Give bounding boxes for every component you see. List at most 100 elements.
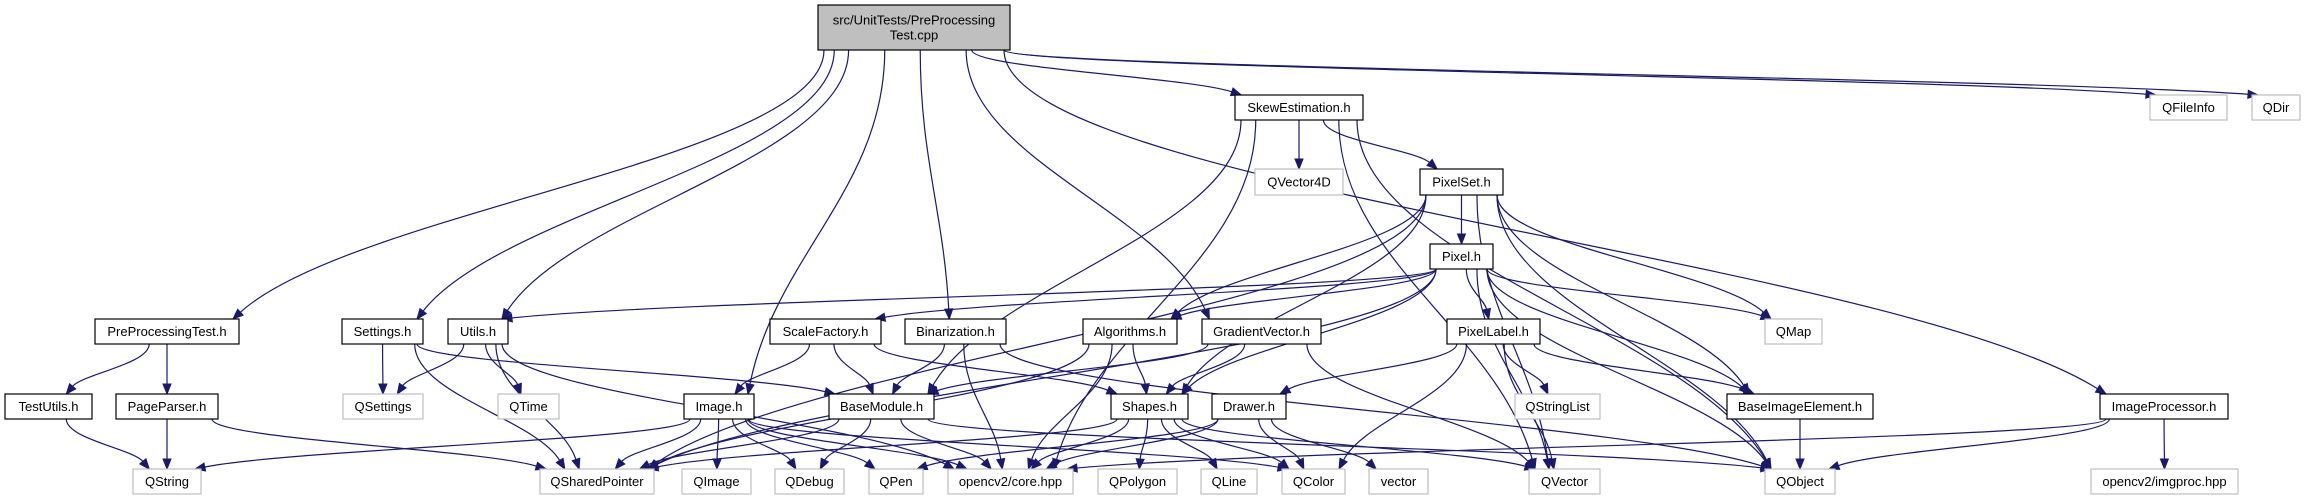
arrowhead-icon <box>891 382 902 396</box>
edge-line <box>1132 343 1146 385</box>
node-label: vector <box>1381 474 1417 489</box>
edge-line <box>506 49 850 311</box>
edge-root-to-skew <box>971 49 1243 97</box>
node-label: Pixel.h <box>1442 249 1481 264</box>
node-qpen: QPen <box>868 468 924 495</box>
node-pageparser[interactable]: PageParser.h <box>115 393 219 420</box>
node-skew[interactable]: SkewEstimation.h <box>1234 94 1364 121</box>
node-box <box>1419 168 1504 196</box>
edge-ppth-to-testutils <box>65 343 150 396</box>
edge-line <box>1186 194 1427 386</box>
node-algorithms[interactable]: Algorithms.h <box>1082 318 1178 345</box>
node-utils[interactable]: Utils.h <box>447 318 509 345</box>
edge-line <box>239 49 825 313</box>
node-label: ScaleFactory.h <box>783 324 869 339</box>
node-label: QDebug <box>785 474 833 489</box>
node-qfileinfo: QFileInfo <box>2149 94 2228 121</box>
arrowhead-icon <box>1294 158 1304 171</box>
edge-skew-to-qvector4d <box>1294 120 1304 171</box>
arrowhead-icon <box>1181 383 1193 395</box>
edge-line <box>1055 119 1257 460</box>
node-binarization[interactable]: Binarization.h <box>904 318 1007 345</box>
node-gradient[interactable]: GradientVector.h <box>1201 318 1322 345</box>
arrowhead-icon <box>1207 457 1218 471</box>
edge-testutils-to-qstring <box>65 418 151 471</box>
arrowhead-icon <box>162 458 172 471</box>
node-drawer[interactable]: Drawer.h <box>1211 393 1287 420</box>
edge-root-to-binarization <box>919 49 954 321</box>
arrowhead-icon <box>786 457 797 471</box>
node-box <box>4 393 93 420</box>
node-label: PixelSet.h <box>1432 175 1491 190</box>
node-label: QString <box>145 474 189 489</box>
arrowhead-icon <box>638 460 652 470</box>
node-box <box>497 393 560 420</box>
edge-imgproc-to-cvcore <box>1065 418 2107 473</box>
edge-line <box>1496 194 1768 461</box>
edge-basemodule-to-qdebug <box>819 418 872 471</box>
node-box <box>1514 393 1601 420</box>
arrowhead-icon <box>745 382 755 396</box>
edge-line <box>1188 268 1437 388</box>
node-basemodule[interactable]: BaseModule.h <box>828 393 935 420</box>
arrowhead-icon <box>1165 382 1177 396</box>
edge-algorithms-to-cvcore <box>1027 343 1113 471</box>
edge-ppth-to-pageparser <box>162 344 172 396</box>
node-ppth[interactable]: PreProcessingTest.h <box>94 318 240 345</box>
node-testutils[interactable]: TestUtils.h <box>4 393 93 420</box>
node-box <box>1764 468 1836 495</box>
edge-line <box>1258 418 1301 461</box>
node-label: opencv2/core.hpp <box>959 474 1062 489</box>
edge-line <box>1486 268 1766 462</box>
node-root[interactable]: src/UnitTests/PreProcessingTest.cpp <box>817 4 1011 51</box>
node-scalefactory[interactable]: ScaleFactory.h <box>769 318 882 345</box>
arrowhead-icon <box>942 459 956 470</box>
node-label: Algorithms.h <box>1094 324 1166 339</box>
edge-line <box>965 49 1206 311</box>
edge-line <box>1180 268 1437 317</box>
edge-line <box>1486 268 1762 317</box>
edge-line <box>1288 343 1458 390</box>
node-shapes[interactable]: Shapes.h <box>1110 393 1189 420</box>
arrowhead-icon <box>1795 458 1805 471</box>
node-box <box>115 393 219 420</box>
edge-line <box>999 343 1762 467</box>
node-label: opencv2/imgproc.hpp <box>2102 474 2226 489</box>
node-label: BaseImageElement.h <box>1738 399 1862 414</box>
arrowhead-icon <box>995 457 1006 471</box>
arrowhead-icon <box>1539 382 1549 396</box>
node-box <box>681 468 752 495</box>
node-qstring: QString <box>132 468 202 495</box>
node-pixel[interactable]: Pixel.h <box>1429 243 1494 270</box>
node-label: Test.cpp <box>890 28 938 43</box>
arrowhead-icon <box>232 308 244 320</box>
node-label: Binarization.h <box>916 324 995 339</box>
edge-line <box>749 49 886 385</box>
arrowhead-icon <box>396 382 408 396</box>
node-settings[interactable]: Settings.h <box>341 318 424 345</box>
node-qimage: QImage <box>681 468 752 495</box>
node-qsettings: QSettings <box>342 393 424 420</box>
edge-shapes-to-qcolor <box>1173 418 1290 470</box>
node-baseimage[interactable]: BaseImageElement.h <box>1726 393 1874 420</box>
node-pixelset[interactable]: PixelSet.h <box>1419 168 1504 196</box>
arrowhead-icon <box>1030 458 1043 470</box>
node-pixellabel[interactable]: PixelLabel.h <box>1446 318 1541 345</box>
node-imgproc[interactable]: ImageProcessor.h <box>2099 393 2229 420</box>
node-box <box>1446 318 1541 345</box>
edge-pixelset-to-shapes <box>1181 194 1427 396</box>
node-box <box>1764 318 1823 345</box>
node-box <box>769 318 882 345</box>
edge-pixel-to-utils <box>500 268 1437 323</box>
node-qstringlist: QStringList <box>1514 393 1601 420</box>
edge-pixellabel-to-qstringlist <box>1502 343 1549 396</box>
edge-line <box>204 418 691 468</box>
node-label: QSharedPointer <box>550 474 644 489</box>
node-qdir: QDir <box>2251 94 2301 121</box>
edge-pixellabel-to-drawer <box>1278 343 1458 395</box>
arrowhead-icon <box>863 458 877 470</box>
node-image[interactable]: Image.h <box>683 393 755 420</box>
node-vector: vector <box>1368 468 1429 495</box>
nodes-layer: src/UnitTests/PreProcessingTest.cppSkewE… <box>4 4 2301 495</box>
edge-pixelset-to-pixel <box>1456 195 1467 246</box>
